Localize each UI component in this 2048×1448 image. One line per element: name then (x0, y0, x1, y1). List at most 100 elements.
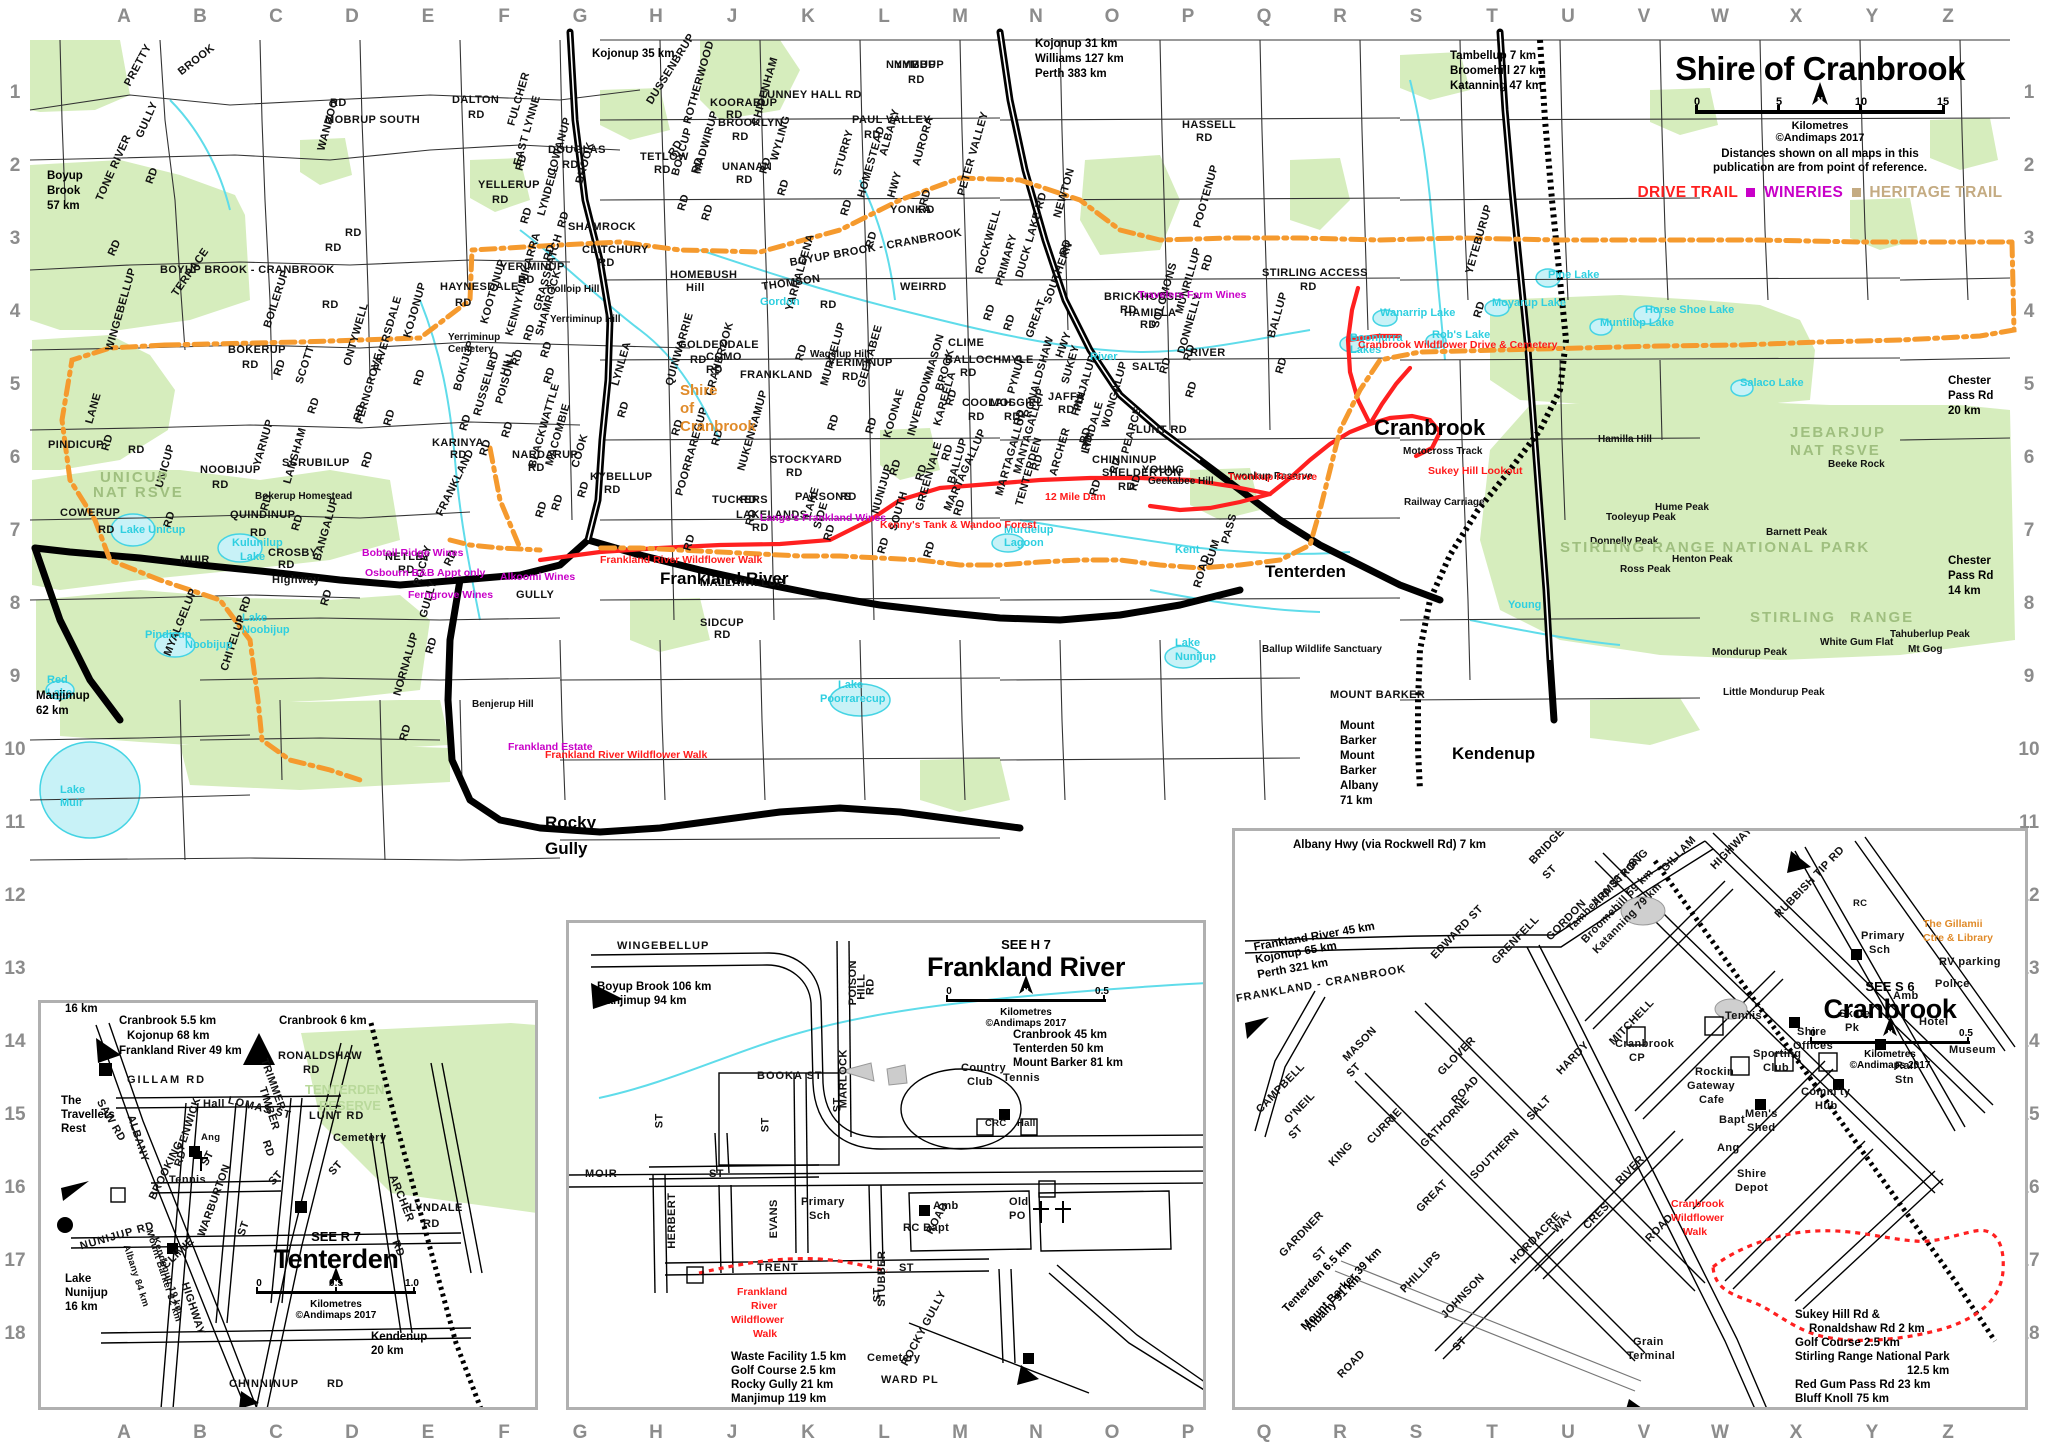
road-label-153: WEIR (900, 281, 931, 293)
grid-letter-bottom-O: O (1104, 1422, 1120, 1443)
inset-cranbrook[interactable]: Albany Hwy (via Rockwell Rd) 7 km Frankl… (1232, 828, 2028, 1410)
title-block: Shire of Cranbrook 0 5 10 15 N Kilometre… (1620, 50, 2020, 202)
grid-letter-bottom-R: R (1333, 1422, 1347, 1443)
svg-text:N: N (1817, 96, 1823, 105)
poi-label-10: Motocross Track (1403, 446, 1483, 457)
road-label-15: RD (325, 242, 342, 254)
road-label-119: BROOKLYN (718, 117, 784, 129)
cranbrook-tick-05: 0.5 (1959, 1028, 1973, 1039)
reserve-label-2: JEBARJUP (1790, 424, 1887, 441)
road-label-79: RD (598, 257, 615, 269)
water-label-27: Rob's Lake (1432, 329, 1491, 341)
poi-label-3: Cemetery (448, 344, 494, 355)
poi-label-23: Little Mondurup Peak (1723, 687, 1825, 698)
road-label-267: RIVER (1190, 347, 1226, 359)
water-label-25: Lakes (1350, 344, 1382, 356)
distance-callout-5-4: Albany (1340, 780, 1379, 792)
drive-trail-label-5: Frankland River Wildflower Walk (600, 554, 763, 566)
water-label-20: Moyarup Lake (1492, 297, 1566, 309)
grid-letter-bottom-K: K (801, 1422, 815, 1443)
road-label-227: RD (1058, 404, 1075, 416)
grid-letter-bottom-G: G (572, 1422, 588, 1443)
grid-letter-top-R: R (1333, 6, 1347, 27)
grid-number-right-4: 4 (2023, 301, 2035, 322)
road-label-259: HAMILLA (1124, 307, 1177, 319)
road-label-211: BALLOCHMYLE (945, 354, 1034, 366)
road-label-193: RD (714, 629, 731, 641)
distance-callout-5-5: 71 km (1340, 795, 1373, 807)
road-label-255: HASSELL (1182, 119, 1237, 131)
road-label-46: MUIR (180, 554, 210, 566)
road-label-182: RD (786, 467, 803, 479)
frankland-see-ref: SEE H 7 (1001, 937, 1051, 952)
water-label-13: Lake (1175, 637, 1201, 649)
grid-letter-top-O: O (1104, 6, 1120, 27)
distance-callout-0-0: Boyup (47, 170, 83, 182)
water-label-0: Lake Unicup (120, 524, 186, 536)
grid-letter-bottom-S: S (1409, 1422, 1423, 1443)
water-label-2: Lake (240, 551, 266, 563)
grid-number-left-10: 10 (4, 739, 26, 760)
road-label-41: SCRUBILUP (282, 457, 350, 469)
grid-letter-top-F: F (498, 6, 510, 27)
distance-callout-5-2: Mount (1340, 750, 1375, 762)
water-label-29: Young (1508, 599, 1542, 611)
road-label-45: RD (250, 527, 267, 539)
grid-number-left-11: 11 (4, 812, 26, 833)
tenterden-scale-caption: Kilometres (310, 1299, 362, 1310)
reserve-label-0: UNICUP (100, 469, 170, 486)
drive-trail-label-0: Cranbrook Wildflower Drive & Cemetery (1358, 339, 1558, 351)
frankland-copyright: ©Andimaps 2017 (985, 1018, 1067, 1029)
inset-tenterden[interactable]: Cranbrook 5.5 km Kojonup 68 km Frankland… (38, 1000, 538, 1410)
poi-label-0: Trolloip Hill (545, 284, 600, 295)
legend-wineries: WINERIES (1764, 183, 1844, 201)
road-label-84: HAYNESDALE (440, 281, 519, 293)
road-label-224: MOSGIEL (990, 397, 1044, 409)
north-arrow-icon: N (329, 1267, 343, 1287)
scale-tick-10: 10 (1854, 96, 1868, 108)
grid-letter-bottom-Z: Z (1942, 1422, 1954, 1443)
scale-caption: Kilometres (1791, 120, 1849, 132)
road-label-157: RD (820, 299, 837, 311)
poi-label-2: Yerriminup (448, 332, 501, 343)
water-label-23: Wanarrip Lake (1380, 307, 1456, 319)
reserve-label-6: RANGE (1850, 609, 1915, 626)
winery-label-0: Travelers Farm Wines (1138, 289, 1247, 301)
road-label-181: STOCKYARD (770, 454, 843, 466)
water-label-10: Noobijup (242, 624, 290, 636)
grid-number-left-15: 15 (4, 1104, 26, 1125)
water-label-3: Red (47, 674, 68, 686)
inset-frankland-river[interactable]: WINGEBELLUP Boyup Brook 106 km Manjimup … (566, 920, 1206, 1410)
svg-text:N: N (1887, 1030, 1892, 1037)
poi-label-1: Yerriminup Hill (550, 314, 621, 325)
road-label-225: RD (1004, 411, 1021, 423)
heritage-swatch-icon (1851, 188, 1861, 197)
grid-letter-bottom-E: E (421, 1422, 435, 1443)
scale-tick-0: 0 (1693, 96, 1701, 108)
grid-letter-top-V: V (1637, 6, 1651, 27)
poi-label-4: Wagelup Hill (810, 349, 870, 360)
grid-letter-top-T: T (1486, 6, 1498, 27)
road-label-136: Hill (686, 282, 705, 294)
shire-label-2: Cranbrook (680, 418, 756, 435)
poi-label-24: Tahuberlup Peak (1890, 629, 1970, 640)
water-label-1: Kulunilup (232, 537, 283, 549)
road-label-101: KARINYA (432, 437, 484, 449)
road-label-260: RD (1140, 319, 1157, 331)
road-label-48: RD (278, 559, 295, 571)
distance-callout-3-1: Williams 127 km (1035, 53, 1124, 65)
water-label-26: Salaco Lake (1740, 377, 1804, 389)
drive-trail-label-1: Sukey Hill Lookout (1428, 465, 1523, 477)
frankland-scale-caption: Kilometres (1000, 1007, 1052, 1018)
poi-label-6: Benjerup Hill (472, 699, 534, 710)
road-label-32: RD (98, 524, 115, 536)
road-label-35: NOOBIJUP (200, 464, 261, 476)
cranbrook-scale-bar: 0 0.5 N (1810, 1017, 1973, 1049)
grid-number-right-3: 3 (2023, 228, 2035, 249)
road-label-191: MALLAWILLUP (700, 577, 785, 589)
grid-letter-top-C: C (269, 6, 283, 27)
poi-label-21: White Gum Flat (1820, 637, 1894, 648)
svg-text:N: N (333, 1280, 338, 1287)
road-label-258: RD (1120, 304, 1137, 316)
